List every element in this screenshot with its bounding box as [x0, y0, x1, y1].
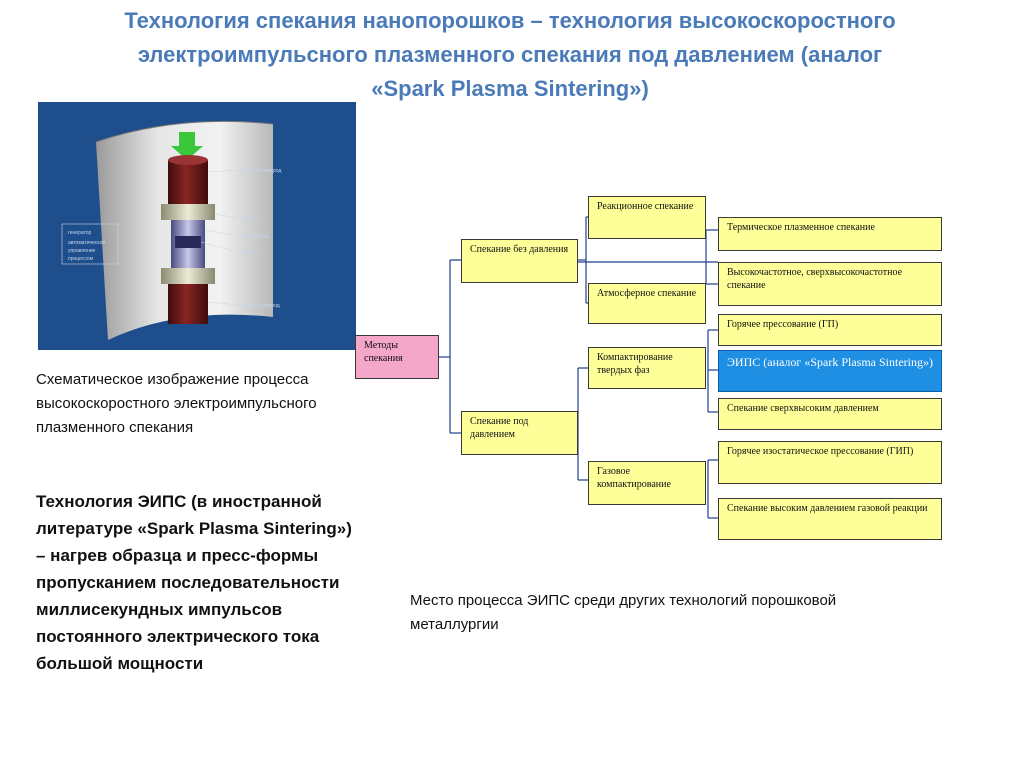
node-no-pressure: Спекание без давления: [461, 239, 578, 283]
control-box: [61, 223, 119, 265]
top-ring: [161, 204, 215, 220]
node-sintering-methods: Методы спекания: [355, 335, 439, 379]
punch-label: пуансон: [240, 216, 259, 222]
sample: [175, 236, 201, 248]
control-box-label-2: автоматическая: [68, 240, 105, 246]
figure-caption: Схематическое изображение процесса высок…: [36, 371, 317, 436]
node-thermal-plasma: Термическое плазменное спекание: [718, 217, 942, 251]
title-line-1: Технология спекания нанопорошков – техно…: [124, 8, 896, 33]
node-solid-compaction: Компактирование твердых фаз: [588, 347, 706, 389]
title-line-3: «Spark Plasma Sintering»): [371, 76, 649, 101]
control-box-label-3: управление: [68, 248, 96, 254]
sps-schematic-figure: генератор автоматическая управление проц…: [38, 102, 356, 350]
diagram-caption: Место процесса ЭИПС среди других техноло…: [410, 592, 837, 633]
bottom-ring: [161, 268, 215, 284]
title-line-2: электроимпульсного плазменного спекания …: [137, 42, 883, 67]
top-electrode-label: верхний электрод: [240, 167, 281, 174]
node-high-pressure-gas: Спекание высоким давлением газовой реакц…: [718, 498, 942, 540]
mold-label: прессформа: [240, 234, 269, 240]
control-box-label-4: процессом: [68, 256, 94, 262]
node-hot-pressing: Горячее прессование (ГП): [718, 314, 942, 346]
node-sps-highlight: ЭИПС (аналог «Spark Plasma Sintering»): [718, 350, 942, 392]
sps-schematic-drawing: генератор автоматическая управление проц…: [61, 120, 281, 340]
bottom-electrode-label: нижний электрод: [240, 302, 280, 309]
node-reaction-sintering: Реакционное спекание: [588, 196, 706, 239]
sample-label: образец: [240, 250, 259, 256]
node-hf-sintering: Высокочастотное, сверхвысокочастотное сп…: [718, 262, 942, 306]
control-box-label-1: генератор: [68, 230, 92, 236]
bottom-electrode: [168, 284, 208, 324]
pressure-arrow-icon: [171, 146, 203, 160]
node-ultra-high-pressure: Спекание сверхвысоким давлением: [718, 398, 942, 430]
node-hip: Горячее изостатическое прессование (ГИП): [718, 441, 942, 484]
node-under-pressure: Спекание под давлением: [461, 411, 578, 455]
page-title: Технология спекания нанопорошков – техно…: [30, 4, 990, 106]
node-atmospheric-sintering: Атмосферное спекание: [588, 283, 706, 324]
sps-description: Технология ЭИПС (в иностранной литератур…: [36, 492, 352, 673]
top-electrode: [168, 160, 208, 204]
pressure-arrow-shaft: [179, 132, 195, 146]
node-gas-compaction: Газовое компактирование: [588, 461, 706, 505]
